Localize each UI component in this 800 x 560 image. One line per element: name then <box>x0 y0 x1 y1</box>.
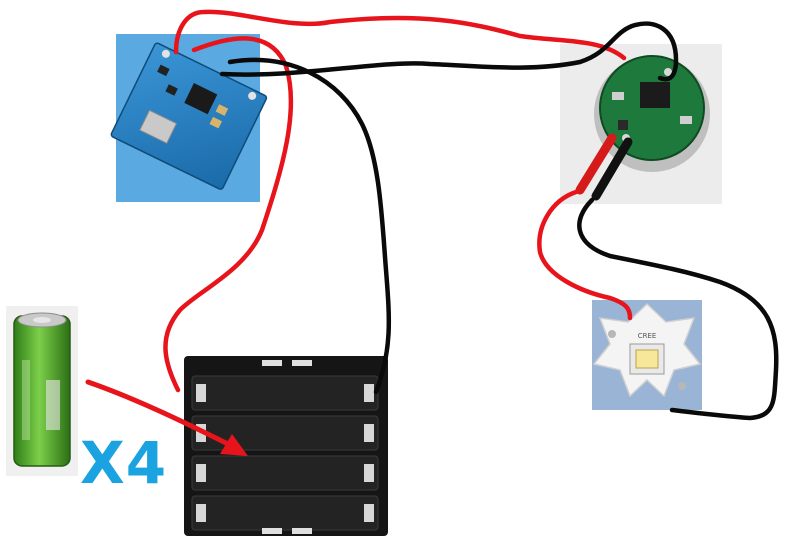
multiplier-label: X4 <box>80 429 168 497</box>
led-driver <box>560 44 722 204</box>
round-driver-board-icon <box>599 55 705 161</box>
battery <box>6 306 78 476</box>
driver-red-lead <box>575 133 617 195</box>
led-star-icon: CREE <box>592 302 702 398</box>
black-wire-driver-to-led <box>577 197 779 421</box>
four-cell-holder-icon <box>184 356 388 536</box>
black-wire-charger-to-holder <box>227 57 392 395</box>
cylindrical-cell-icon <box>13 312 71 467</box>
wires <box>163 9 779 421</box>
arrow <box>85 379 248 456</box>
arrow-head <box>220 434 248 456</box>
red-wire-driver-to-led <box>537 189 633 321</box>
battery-holder <box>184 356 388 536</box>
red-wire-charger-to-driver <box>173 9 627 61</box>
led-star: CREE <box>592 300 702 410</box>
black-wire-charger-to-driver <box>219 21 679 82</box>
usb-charger-board-icon <box>110 42 268 190</box>
arrow-line <box>85 379 239 451</box>
red-wire-charger-to-holder <box>163 36 294 393</box>
led-chip-label: CREE <box>638 332 657 340</box>
driver-black-lead <box>591 137 633 201</box>
